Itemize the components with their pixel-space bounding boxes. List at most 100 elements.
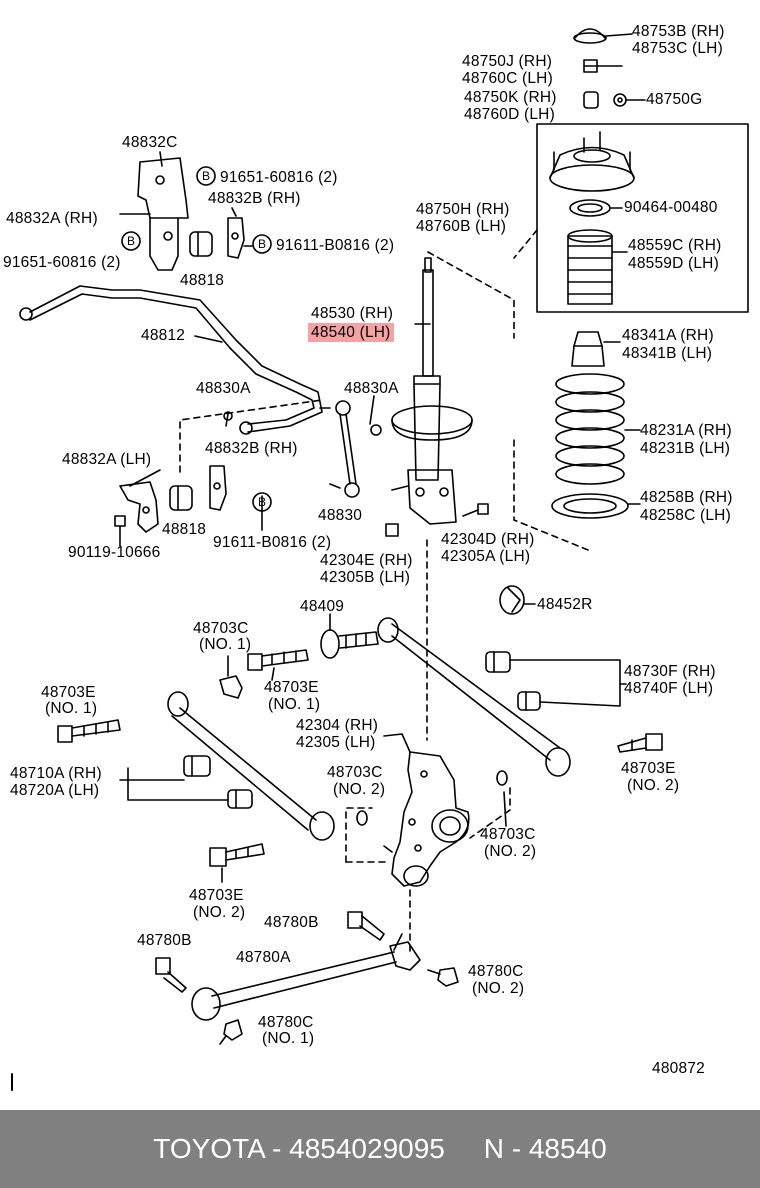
label-48710a: 48710A (RH) — [10, 765, 102, 782]
b-marker-2: B — [127, 234, 135, 248]
label-42304d: 42304D (RH) — [441, 531, 535, 548]
label-48703c-2: 48703C — [327, 764, 383, 781]
washer-48703c-b-icon — [496, 770, 508, 786]
label-48750j: 48750J (RH) — [462, 53, 553, 70]
label-91611-b0816-mid: 91611-B0816 (2) — [213, 534, 332, 551]
label-42305a: 42305A (LH) — [441, 548, 531, 565]
label-48780c-a: 48780C — [468, 963, 524, 980]
label-48753c: 48753C (LH) — [632, 40, 723, 57]
label-48703e-c: 48703E — [621, 760, 676, 777]
label-48818-mid: 48818 — [162, 521, 207, 538]
label-48258c: 48258C (LH) — [640, 507, 731, 524]
label-48703e-a-no: (NO. 1) — [268, 696, 321, 713]
label-42304e: 42304E (RH) — [320, 552, 413, 569]
label-48753b: 48753B (RH) — [632, 23, 725, 40]
kit-box — [536, 123, 749, 313]
bolt-48780b-b-icon — [155, 957, 187, 993]
strut-rod-icon — [191, 941, 421, 1021]
label-48258b: 48258B (RH) — [640, 489, 733, 506]
label-48760d: 48760D (LH) — [464, 106, 555, 123]
parts-diagram: B B B B 48753B (RH) 48753C (LH) 48750J (… — [3, 23, 749, 1091]
cam-bolt-icon — [320, 629, 379, 659]
label-42305: 42305 (LH) — [296, 734, 376, 751]
bump-stopper-icon — [571, 331, 605, 367]
bolt-48703e-d-icon — [209, 843, 265, 867]
label-48703c-1: 48703C — [193, 620, 249, 637]
coil-spring-icon — [555, 373, 625, 485]
label-48760b: 48760B (LH) — [416, 218, 507, 235]
label-48830a-left: 48830A — [196, 380, 251, 397]
lower-arm-no2-icon — [377, 617, 571, 777]
bolt-48703e-b-icon — [57, 719, 121, 743]
label-48540: 48540 (LH) — [308, 323, 394, 342]
nut-icon — [583, 59, 598, 73]
label-48832b-mid: 48832B (RH) — [205, 440, 298, 457]
label-48559d: 48559D (LH) — [628, 255, 719, 272]
diagram-drawing: B B B B — [11, 28, 749, 1091]
label-48780c-a-no: (NO. 2) — [472, 980, 525, 997]
nut-link-icon — [370, 424, 382, 436]
b-marker-4: B — [258, 495, 266, 509]
bushing-small-icon — [583, 91, 599, 109]
label-48703c-3: 48703C — [480, 826, 536, 843]
label-48452r: 48452R — [537, 596, 593, 613]
label-90464-00480: 90464-00480 — [624, 199, 718, 216]
bracket-lower-icon — [119, 481, 159, 533]
label-48703c-1-no: (NO. 1) — [199, 636, 252, 653]
label-48830a-right: 48830A — [344, 380, 399, 397]
lower-arm-no1-icon — [167, 691, 335, 841]
label-48703e-c-no: (NO. 2) — [627, 777, 680, 794]
label-91651-60816-b: 91651-60816 (2) — [3, 254, 121, 271]
cam-washer-icon — [499, 585, 525, 615]
label-48703e-d-no: (NO. 2) — [193, 904, 246, 921]
label-42305b: 42305B (LH) — [320, 569, 411, 586]
label-42304: 42304 (RH) — [296, 717, 379, 734]
bushing-left2-icon — [227, 789, 253, 809]
bolt-48780b-a-icon — [347, 911, 385, 941]
label-48832b-top: 48832B (RH) — [208, 190, 301, 207]
label-48231b: 48231B (LH) — [640, 440, 731, 457]
mount-washer-icon — [569, 199, 611, 217]
footer-bar: TOYOTA - 4854029095 N - 48540 — [0, 1110, 760, 1188]
label-48703e-b-no: (NO. 1) — [45, 700, 98, 717]
label-48720a: 48720A (LH) — [10, 782, 100, 799]
label-48703c-3-no: (NO. 2) — [484, 843, 537, 860]
bolt-48703e-a-icon — [247, 649, 309, 671]
label-48530: 48530 (RH) — [311, 305, 394, 322]
nut-48830a-icon — [223, 411, 233, 421]
label-48750h: 48750H (RH) — [416, 201, 510, 218]
bracket-half-lower-icon — [209, 465, 227, 511]
label-48341a: 48341A (RH) — [622, 327, 714, 344]
label-48559c: 48559C (RH) — [628, 237, 722, 254]
diagram-number: 480872 — [652, 1060, 705, 1077]
knuckle-icon — [391, 751, 470, 887]
label-48780a: 48780A — [236, 949, 291, 966]
label-48780c-b-no: (NO. 1) — [262, 1030, 315, 1047]
upper-support-icon — [549, 131, 635, 192]
label-48812: 48812 — [141, 327, 186, 344]
label-48832a-rh: 48832A (RH) — [6, 210, 98, 227]
bracket-half-icon — [227, 217, 245, 259]
label-48703e-d: 48703E — [189, 887, 244, 904]
shock-absorber-icon — [391, 257, 473, 525]
label-91611-b0816-top: 91611-B0816 (2) — [276, 237, 395, 254]
label-48750g: 48750G — [646, 91, 703, 108]
label-48703c-2-no: (NO. 2) — [333, 781, 386, 798]
label-48703e-a: 48703E — [264, 679, 319, 696]
footer-part-info: TOYOTA - 4854029095 N - 48540 — [153, 1133, 607, 1164]
dust-cap-icon — [573, 28, 607, 44]
washer-small-icon — [613, 93, 627, 107]
label-48730f: 48730F (RH) — [624, 663, 716, 680]
label-48832a-lh: 48832A (LH) — [62, 451, 152, 468]
label-48830: 48830 — [318, 507, 363, 524]
nut-48780c-b-icon — [219, 1019, 243, 1045]
label-48540-highlight: 48540 (LH) — [308, 323, 394, 342]
bracket-upper-icon — [119, 157, 189, 271]
bushing-upper-icon — [189, 231, 213, 257]
bolt-48703e-c-icon — [617, 733, 663, 753]
label-48780c-b: 48780C — [258, 1014, 314, 1031]
label-48760c: 48760C (LH) — [462, 70, 553, 87]
label-48780b-b: 48780B — [137, 932, 192, 949]
label-48409: 48409 — [300, 598, 345, 615]
label-48703e-b: 48703E — [41, 684, 96, 701]
